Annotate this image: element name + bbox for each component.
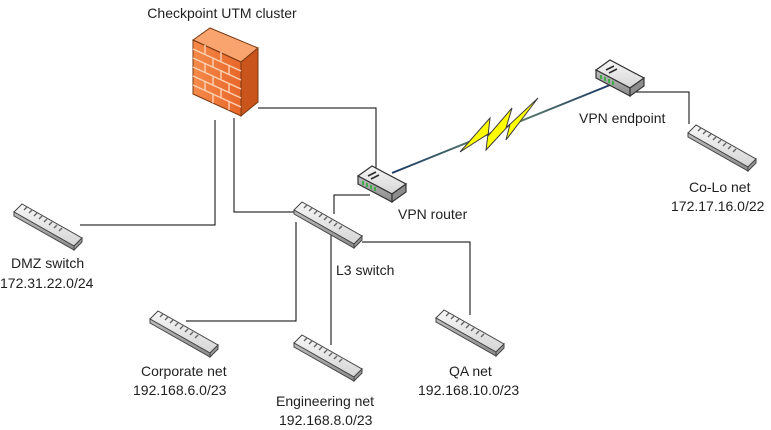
switch-icon — [293, 334, 363, 382]
vpn-router-node[interactable]: VPN router — [357, 165, 468, 222]
switch-icon — [435, 309, 505, 357]
firewall-node[interactable]: Checkpoint UTM cluster — [147, 5, 297, 118]
link-firewall-l3 — [233, 118, 298, 213]
qa-net-node[interactable]: QA net 192.168.10.0/23 — [418, 309, 519, 398]
link-endpoint-colo — [636, 91, 690, 124]
link-firewall-vpn-router — [258, 107, 377, 168]
qa-net-subnet: 192.168.10.0/23 — [418, 382, 519, 398]
corporate-net-node[interactable]: Corporate net 192.168.6.0/23 — [133, 310, 227, 398]
link-l3-vpn-router — [333, 194, 370, 214]
colo-net-label: Co-Lo net — [689, 179, 751, 195]
switch-icon — [13, 203, 83, 251]
switch-icon — [149, 310, 219, 358]
router-icon — [357, 165, 407, 203]
engineering-net-node[interactable]: Engineering net 192.168.8.0/23 — [276, 334, 374, 428]
engineering-net-label: Engineering net — [276, 393, 374, 409]
switch-icon — [687, 124, 757, 172]
router-icon — [595, 59, 645, 97]
corporate-net-label: Corporate net — [141, 363, 227, 379]
l3-switch-node[interactable]: L3 switch — [293, 201, 394, 278]
link-firewall-dmz — [80, 120, 216, 226]
vpn-endpoint-label: VPN endpoint — [579, 110, 666, 126]
colo-net-node[interactable]: Co-Lo net 172.17.16.0/22 — [671, 124, 765, 214]
firewall-icon — [192, 27, 259, 118]
qa-net-label: QA net — [449, 363, 492, 379]
l3-switch-label: L3 switch — [336, 262, 394, 278]
corporate-net-subnet: 192.168.6.0/23 — [133, 382, 227, 398]
firewall-label: Checkpoint UTM cluster — [147, 5, 297, 21]
dmz-switch-subnet: 172.31.22.0/24 — [0, 275, 94, 291]
switch-icon — [293, 201, 363, 249]
wan-lightning-icon — [459, 97, 539, 153]
connections — [80, 84, 690, 345]
dmz-switch-label: DMZ switch — [11, 255, 84, 271]
link-l3-qa — [362, 241, 471, 315]
dmz-switch-node[interactable]: DMZ switch 172.31.22.0/24 — [0, 203, 94, 291]
link-l3-corporate — [186, 222, 297, 322]
engineering-net-subnet: 192.168.8.0/23 — [279, 412, 373, 428]
vpn-router-label: VPN router — [398, 206, 468, 222]
colo-net-subnet: 172.17.16.0/22 — [671, 198, 765, 214]
vpn-endpoint-node[interactable]: VPN endpoint — [579, 59, 666, 126]
